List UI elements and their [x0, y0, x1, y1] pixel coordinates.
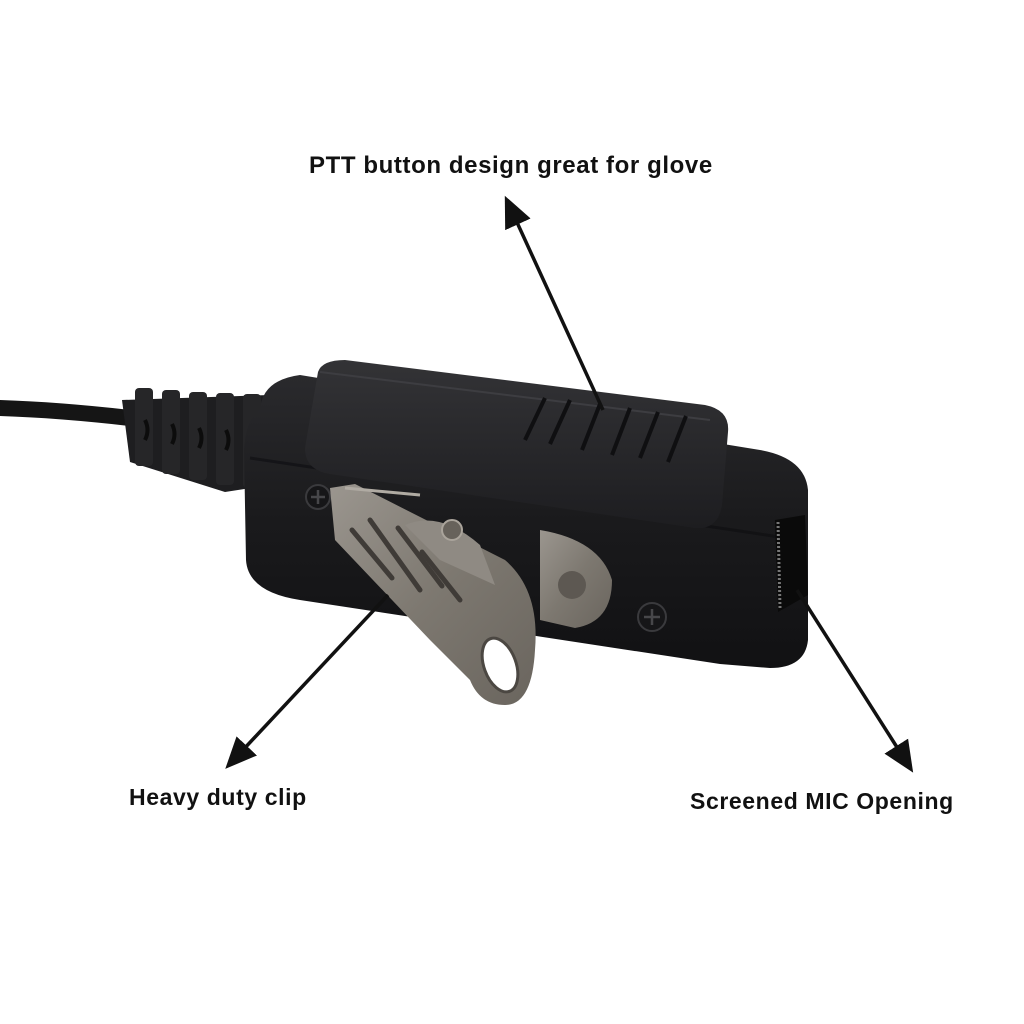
clip-label: Heavy duty clip — [129, 784, 307, 810]
screw-left — [305, 484, 331, 510]
clip-arrow — [225, 593, 390, 769]
mic-opening — [775, 515, 808, 612]
screw-right — [637, 602, 667, 632]
ptt-button — [305, 360, 729, 529]
ptt-arrow — [504, 195, 605, 411]
ptt-label: PTT button design great for glove — [309, 152, 713, 179]
mic-arrow — [795, 589, 914, 773]
metal-clip — [330, 484, 612, 705]
ptt-grip-ridges — [523, 397, 688, 463]
annotation-arrows — [225, 195, 914, 773]
mic-label: Screened MIC Opening — [690, 788, 954, 814]
cable — [0, 400, 138, 426]
